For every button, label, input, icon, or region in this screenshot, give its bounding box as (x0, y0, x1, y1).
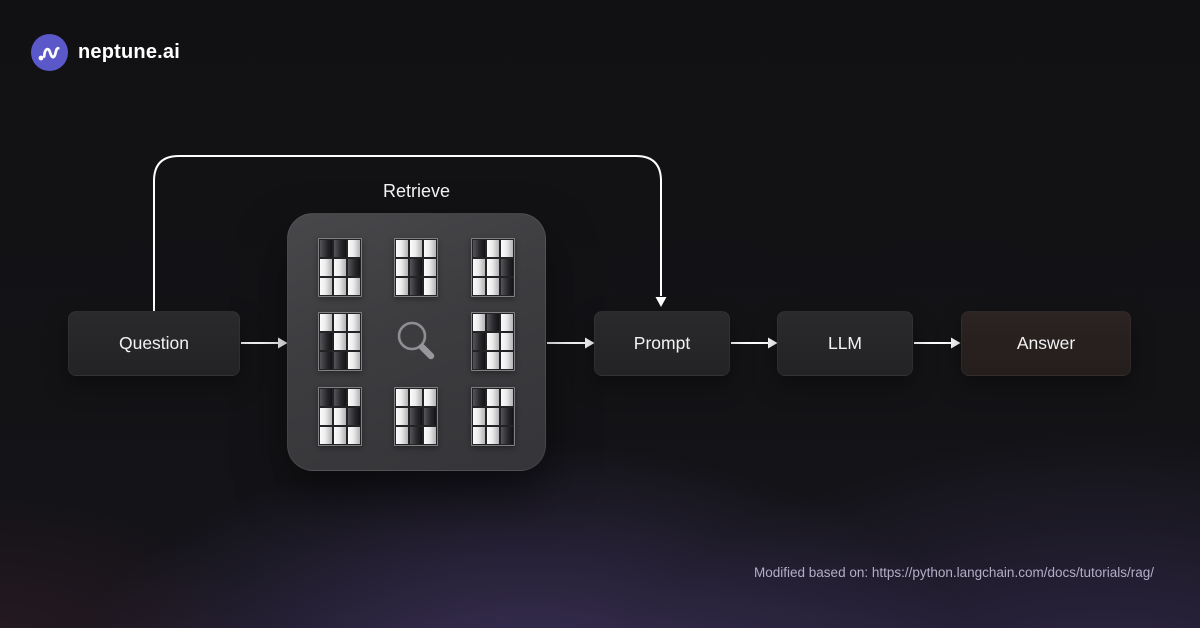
embedding-cell (486, 277, 499, 295)
embedding-cell (348, 277, 361, 295)
embedding-cell (500, 258, 513, 276)
embedding-cell (410, 408, 423, 426)
embedding-cell (486, 389, 499, 407)
embedding-cell (424, 427, 437, 445)
node-question: Question (68, 311, 240, 376)
embedding-cell (424, 389, 437, 407)
embedding-cell (334, 239, 347, 257)
embedding-grid-icon (470, 387, 515, 447)
logo-wave-path (42, 46, 60, 59)
node-prompt: Prompt (594, 311, 730, 376)
embedding-cell (500, 352, 513, 370)
embedding-cell (486, 408, 499, 426)
embedding-cell (486, 258, 499, 276)
node-llm: LLM (777, 311, 913, 376)
embedding-cell (486, 314, 499, 332)
embedding-cell (472, 277, 485, 295)
brand-name: neptune.ai (78, 41, 181, 63)
embedding-cell (348, 258, 361, 276)
embedding-cell (334, 314, 347, 332)
embedding-cell (410, 239, 423, 257)
magnifier-icon (392, 318, 440, 366)
neptune-logo-wave-icon (31, 34, 68, 71)
embedding-cell (334, 333, 347, 351)
embedding-cell (424, 239, 437, 257)
embedding-cell (410, 258, 423, 276)
embedding-cell (396, 258, 409, 276)
embedding-grid-icon (470, 312, 515, 372)
embedding-cell (472, 258, 485, 276)
logo-dot (38, 55, 44, 61)
embedding-cell (410, 427, 423, 445)
embedding-cell (320, 389, 333, 407)
embedding-cell (486, 333, 499, 351)
retrieve-step-label: Retrieve (382, 181, 451, 201)
embedding-grid-icon (318, 387, 363, 447)
embedding-cell (500, 408, 513, 426)
embedding-cell (396, 389, 409, 407)
embedding-cell (424, 258, 437, 276)
embedding-cell (348, 427, 361, 445)
embedding-cell (320, 314, 333, 332)
embedding-cell (472, 352, 485, 370)
embedding-cell (320, 277, 333, 295)
embedding-cell (472, 389, 485, 407)
arrowhead-down (655, 297, 667, 307)
embedding-cell (486, 427, 499, 445)
embedding-cell (348, 239, 361, 257)
embedding-cell (334, 258, 347, 276)
embedding-cell (320, 239, 333, 257)
embedding-cell (472, 427, 485, 445)
embedding-cell (472, 333, 485, 351)
embedding-cell (348, 389, 361, 407)
embedding-cell (486, 239, 499, 257)
embedding-cell (410, 389, 423, 407)
embedding-cell (348, 314, 361, 332)
embedding-cell (500, 427, 513, 445)
embedding-cell (424, 277, 437, 295)
embedding-cell (424, 408, 437, 426)
embedding-grid-icon (394, 387, 439, 447)
embedding-cell (320, 333, 333, 351)
embedding-cell (472, 314, 485, 332)
embedding-cell (396, 408, 409, 426)
embedding-cell (500, 277, 513, 295)
embedding-cell (334, 427, 347, 445)
retrieve-box (287, 213, 546, 471)
embedding-cell (472, 408, 485, 426)
embedding-cell (500, 333, 513, 351)
node-answer: Answer (961, 311, 1131, 376)
embedding-cell (410, 277, 423, 295)
embedding-cell (320, 352, 333, 370)
embedding-cell (500, 389, 513, 407)
embedding-cell (396, 427, 409, 445)
brand-header: neptune.ai (31, 34, 180, 71)
attribution-text: Modified based on: https://python.langch… (754, 565, 1154, 580)
embedding-cell (334, 389, 347, 407)
arrowhead-right-4 (951, 337, 961, 349)
embedding-cell (500, 239, 513, 257)
embedding-cell (334, 408, 347, 426)
embedding-grid-icon (318, 312, 363, 372)
embedding-cell (486, 352, 499, 370)
embedding-cell (396, 239, 409, 257)
embedding-grid-icon (394, 237, 439, 297)
embedding-grid-icon (318, 237, 363, 297)
embedding-cell (320, 408, 333, 426)
embedding-cell (396, 277, 409, 295)
embedding-cell (500, 314, 513, 332)
embedding-cell (320, 427, 333, 445)
embedding-cell (348, 352, 361, 370)
embedding-cell (320, 258, 333, 276)
embedding-cell (348, 408, 361, 426)
embedding-grid-icon (470, 237, 515, 297)
embedding-cell (334, 352, 347, 370)
embedding-cell (348, 333, 361, 351)
embedding-cell (472, 239, 485, 257)
embedding-cell (334, 277, 347, 295)
